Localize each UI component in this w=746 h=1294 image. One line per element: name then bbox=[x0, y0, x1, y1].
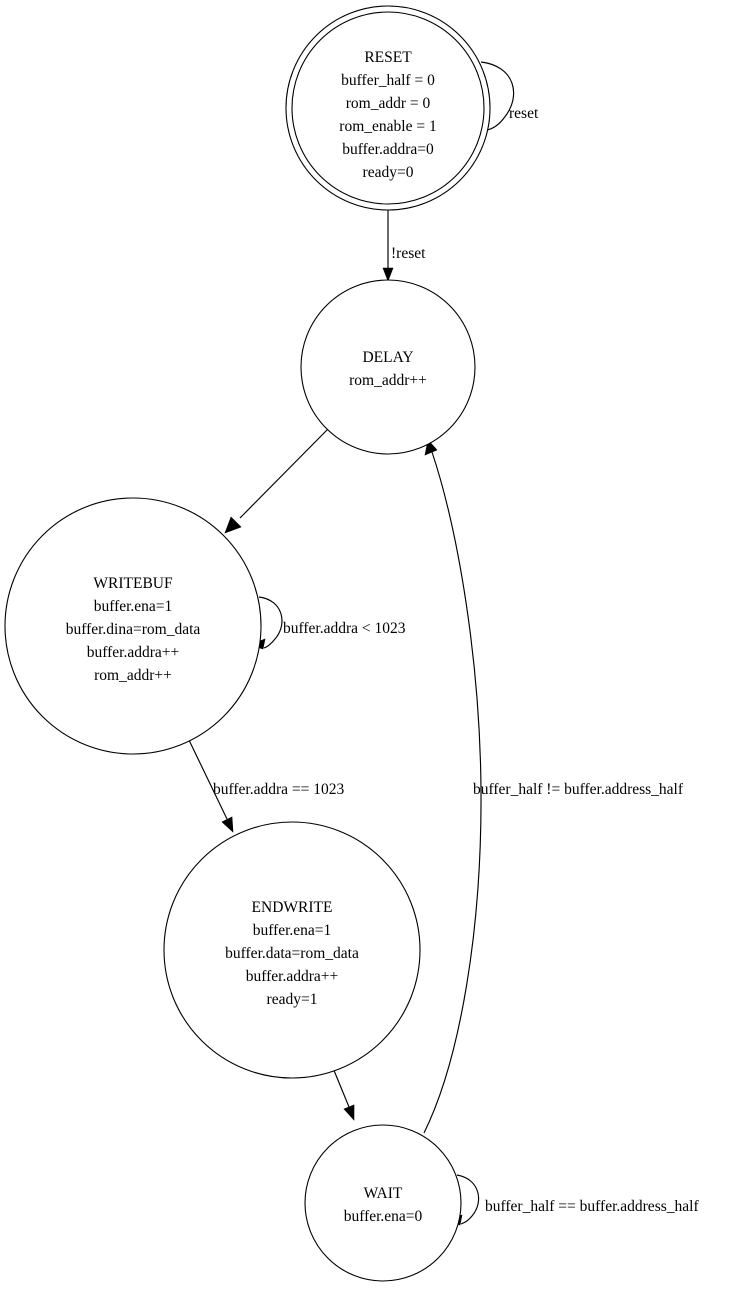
state-endwrite-name: ENDWRITE bbox=[252, 899, 333, 916]
state-delay-name: DELAY bbox=[362, 349, 413, 366]
state-endwrite-action-2: buffer.addra++ bbox=[246, 968, 339, 985]
transition-writebuf-endwrite-arrowhead bbox=[221, 816, 234, 833]
state-writebuf-action-0: buffer.ena=1 bbox=[94, 598, 173, 615]
state-wait-action-0: buffer.ena=0 bbox=[344, 1208, 423, 1225]
transition-writebuf-self-path bbox=[258, 596, 283, 649]
transition-wait-self-path bbox=[456, 1174, 480, 1225]
state-wait[interactable]: WAIT buffer.ena=0 bbox=[304, 1124, 462, 1282]
state-reset-name: RESET bbox=[364, 49, 412, 66]
transition-writebuf-endwrite[interactable]: buffer.addra == 1023 bbox=[187, 737, 345, 833]
transition-wait-self[interactable]: buffer_half == buffer.address_half bbox=[446, 1174, 699, 1226]
transition-reset-self-path bbox=[480, 61, 515, 131]
state-writebuf-action-3: rom_addr++ bbox=[94, 667, 172, 684]
state-reset-action-4: ready=0 bbox=[363, 164, 414, 181]
state-reset-action-3: buffer.addra=0 bbox=[342, 141, 434, 158]
transition-wait-delay-label: buffer_half != buffer.address_half bbox=[473, 781, 684, 798]
state-wait-name: WAIT bbox=[364, 1185, 403, 1202]
transition-writebuf-self[interactable]: buffer.addra < 1023 bbox=[249, 596, 406, 650]
transition-endwrite-wait-arrowhead bbox=[343, 1104, 355, 1121]
state-wait-circle bbox=[304, 1124, 462, 1282]
state-reset-action-0: buffer_half = 0 bbox=[341, 72, 435, 89]
transition-wait-delay-path bbox=[423, 451, 482, 1134]
state-delay-circle bbox=[300, 279, 476, 455]
state-writebuf-action-1: buffer.dina=rom_data bbox=[66, 621, 201, 638]
state-endwrite-action-3: ready=1 bbox=[267, 991, 318, 1008]
state-delay[interactable]: DELAY rom_addr++ bbox=[300, 279, 476, 455]
state-writebuf-action-2: buffer.addra++ bbox=[87, 644, 180, 661]
transition-wait-delay[interactable]: buffer_half != buffer.address_half bbox=[423, 439, 684, 1134]
transition-writebuf-self-label: buffer.addra < 1023 bbox=[283, 620, 406, 637]
transition-reset-self-label: reset bbox=[509, 105, 539, 122]
state-writebuf[interactable]: WRITEBUF buffer.ena=1 buffer.dina=rom_da… bbox=[4, 497, 262, 755]
state-endwrite-circle bbox=[163, 821, 421, 1079]
transition-wait-self-label: buffer_half == buffer.address_half bbox=[485, 1198, 699, 1215]
transition-endwrite-wait-path bbox=[332, 1067, 350, 1108]
transition-reset-delay-label: !reset bbox=[391, 245, 426, 262]
transition-delay-writebuf-arrowhead bbox=[224, 516, 242, 534]
transition-reset-delay[interactable]: !reset bbox=[382, 210, 426, 282]
state-reset-inner-circle bbox=[291, 11, 485, 205]
state-reset[interactable]: RESET buffer_half = 0 rom_addr = 0 rom_e… bbox=[285, 5, 491, 211]
state-delay-action-0: rom_addr++ bbox=[349, 372, 427, 389]
state-reset-action-2: rom_enable = 1 bbox=[339, 118, 436, 135]
state-writebuf-circle bbox=[4, 497, 262, 755]
state-endwrite-action-1: buffer.data=rom_data bbox=[225, 945, 359, 962]
transition-writebuf-endwrite-label: buffer.addra == 1023 bbox=[213, 781, 345, 798]
transition-reset-delay-arrowhead bbox=[382, 267, 394, 282]
state-reset-action-1: rom_addr = 0 bbox=[346, 95, 431, 112]
transition-delay-writebuf[interactable] bbox=[224, 428, 329, 534]
state-endwrite[interactable]: ENDWRITE buffer.ena=1 buffer.data=rom_da… bbox=[163, 821, 421, 1079]
transition-delay-writebuf-path bbox=[239, 428, 329, 519]
transition-writebuf-endwrite-path bbox=[187, 737, 228, 820]
state-writebuf-name: WRITEBUF bbox=[93, 575, 173, 592]
state-endwrite-action-0: buffer.ena=1 bbox=[253, 922, 332, 939]
transition-endwrite-wait[interactable] bbox=[332, 1067, 355, 1121]
